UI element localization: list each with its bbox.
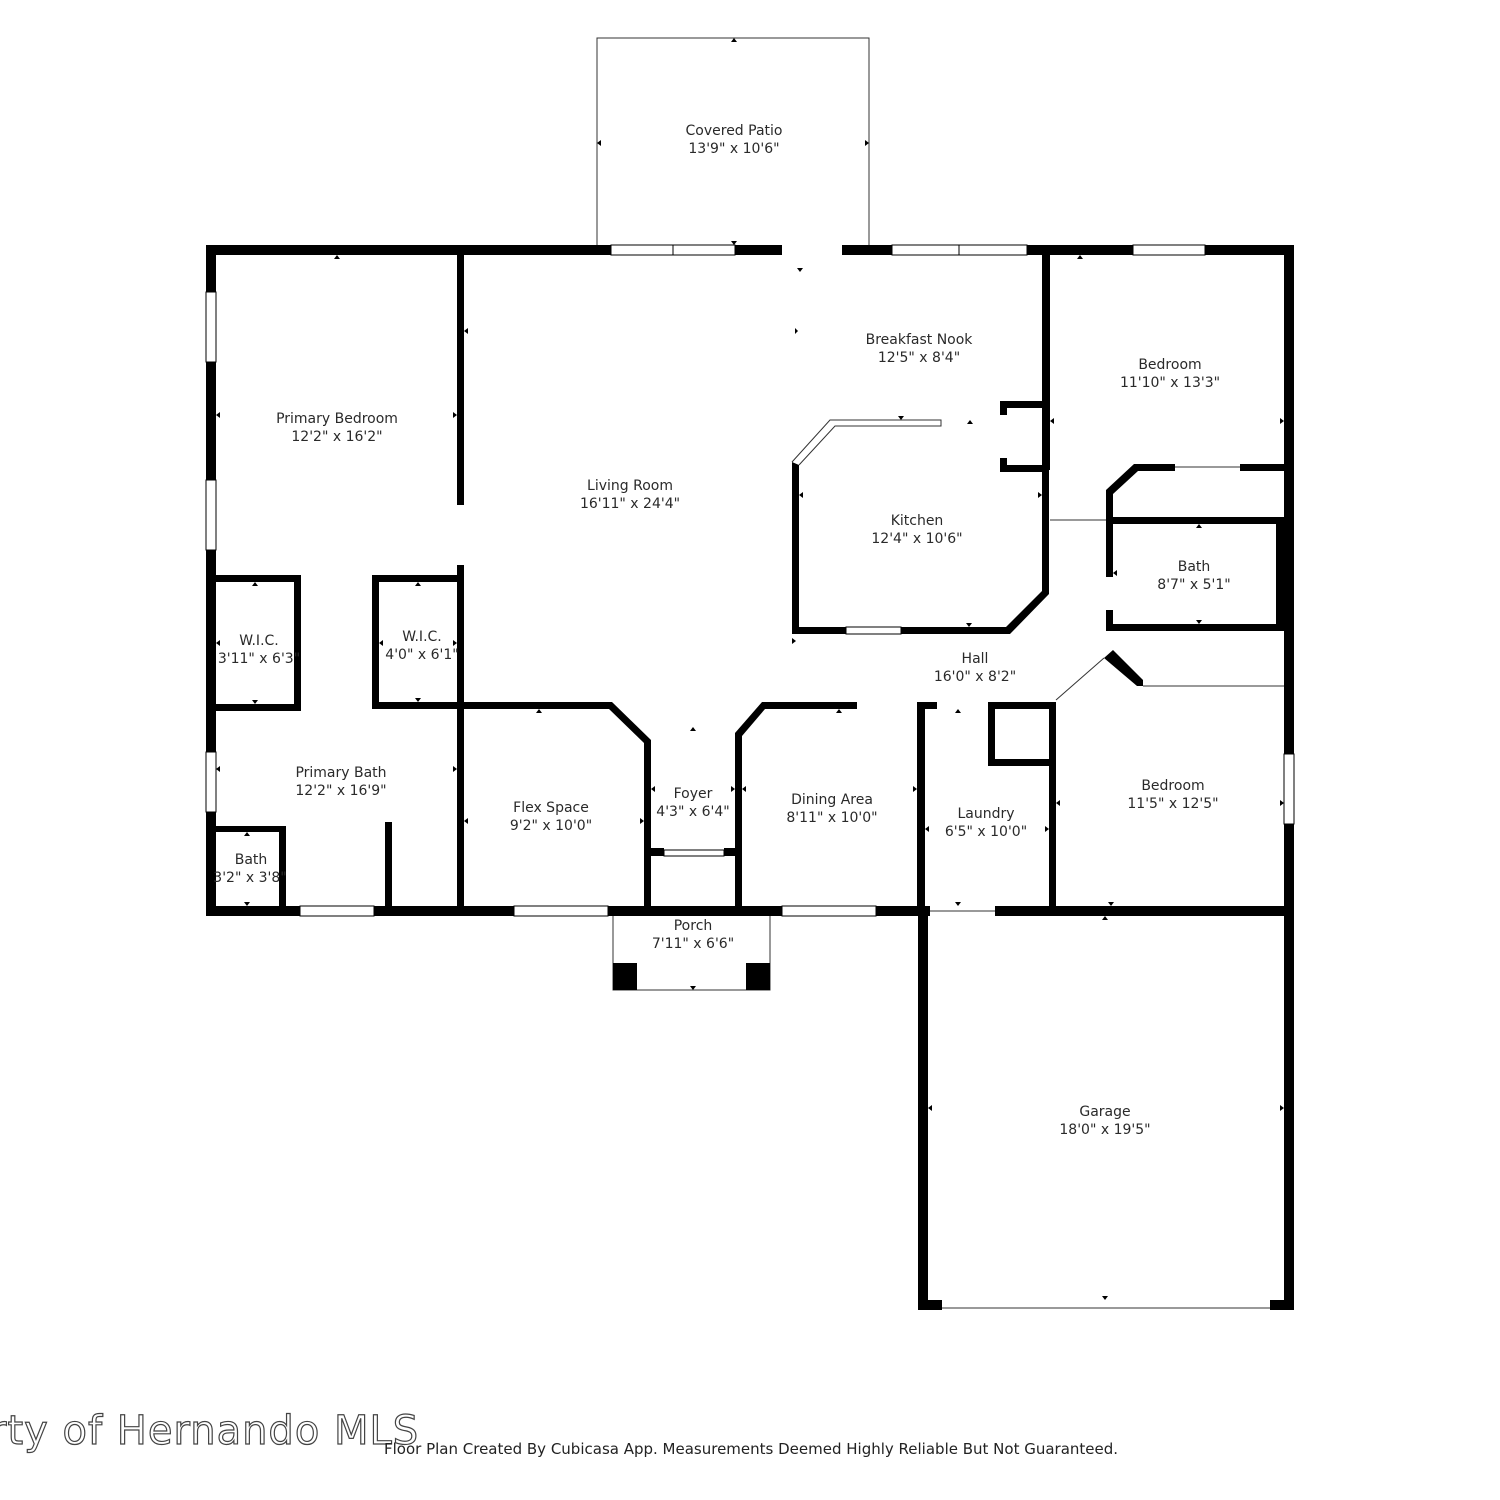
svg-text:8'11" x 10'0": 8'11" x 10'0" <box>786 810 877 826</box>
svg-text:Hall: Hall <box>962 651 989 667</box>
exterior-walls <box>206 245 1294 1310</box>
room-flex-space: Flex Space 9'2" x 10'0" <box>510 800 592 834</box>
room-primary-bath: Primary Bath 12'2" x 16'9" <box>295 765 386 799</box>
svg-text:Laundry: Laundry <box>957 806 1014 822</box>
room-living-room: Living Room 16'11" x 24'4" <box>580 478 680 512</box>
room-garage: Garage 18'0" x 19'5" <box>1059 1104 1150 1138</box>
svg-text:Primary Bedroom: Primary Bedroom <box>276 411 398 427</box>
svg-text:6'5" x 10'0": 6'5" x 10'0" <box>945 824 1027 840</box>
svg-text:Dining Area: Dining Area <box>791 792 873 808</box>
room-bath-small: Bath 3'2" x 3'8" <box>213 852 286 886</box>
svg-text:Bedroom: Bedroom <box>1138 357 1201 373</box>
svg-text:Kitchen: Kitchen <box>891 513 944 529</box>
svg-text:Living Room: Living Room <box>587 478 673 494</box>
svg-text:18'0" x 19'5": 18'0" x 19'5" <box>1059 1122 1150 1138</box>
svg-text:3'2" x 3'8": 3'2" x 3'8" <box>213 870 286 886</box>
svg-text:Porch: Porch <box>674 918 713 934</box>
room-wic-1: W.I.C. 3'11" x 6'3" <box>218 633 300 667</box>
svg-text:8'7" x 5'1": 8'7" x 5'1" <box>1157 577 1230 593</box>
room-porch: Porch 7'11" x 6'6" <box>652 918 734 952</box>
svg-text:11'10" x 13'3": 11'10" x 13'3" <box>1120 375 1220 391</box>
room-hall: Hall 16'0" x 8'2" <box>934 651 1016 685</box>
svg-text:Bedroom: Bedroom <box>1141 778 1204 794</box>
room-kitchen: Kitchen 12'4" x 10'6" <box>871 513 962 547</box>
svg-text:Covered Patio: Covered Patio <box>686 123 783 139</box>
svg-text:Flex Space: Flex Space <box>513 800 589 816</box>
room-primary-bedroom: Primary Bedroom 12'2" x 16'2" <box>276 411 398 445</box>
svg-text:Breakfast Nook: Breakfast Nook <box>866 332 974 348</box>
windows <box>205 244 1295 917</box>
svg-text:9'2" x 10'0": 9'2" x 10'0" <box>510 818 592 834</box>
room-bedroom-2: Bedroom 11'5" x 12'5" <box>1127 778 1218 812</box>
svg-text:4'0" x 6'1": 4'0" x 6'1" <box>385 647 458 663</box>
room-bath-2: Bath 8'7" x 5'1" <box>1157 559 1230 593</box>
room-covered-patio: Covered Patio 13'9" x 10'6" <box>686 123 783 157</box>
svg-text:12'4" x 10'6": 12'4" x 10'6" <box>871 531 962 547</box>
room-foyer: Foyer 4'3" x 6'4" <box>656 786 729 820</box>
svg-text:Foyer: Foyer <box>674 786 713 802</box>
svg-text:7'11" x 6'6": 7'11" x 6'6" <box>652 936 734 952</box>
svg-text:11'5" x 12'5": 11'5" x 12'5" <box>1127 796 1218 812</box>
room-breakfast-nook: Breakfast Nook 12'5" x 8'4" <box>866 332 974 366</box>
dimension-ticks <box>216 38 1284 1300</box>
svg-text:12'2" x 16'9": 12'2" x 16'9" <box>295 783 386 799</box>
svg-text:4'3" x 6'4": 4'3" x 6'4" <box>656 804 729 820</box>
kitchen-counter <box>791 419 942 466</box>
room-wic-2: W.I.C. 4'0" x 6'1" <box>385 629 458 663</box>
interior-walls <box>216 255 1284 911</box>
svg-text:13'9" x 10'6": 13'9" x 10'6" <box>688 141 779 157</box>
svg-text:Garage: Garage <box>1079 1104 1130 1120</box>
svg-text:3'11" x 6'3": 3'11" x 6'3" <box>218 651 300 667</box>
svg-text:Bath: Bath <box>235 852 268 868</box>
svg-text:16'11" x 24'4": 16'11" x 24'4" <box>580 496 680 512</box>
svg-text:12'5" x 8'4": 12'5" x 8'4" <box>878 350 960 366</box>
floor-plan-credit: Floor Plan Created By Cubicasa App. Meas… <box>384 1440 1119 1458</box>
svg-text:Primary Bath: Primary Bath <box>295 765 386 781</box>
room-bedroom-1: Bedroom 11'10" x 13'3" <box>1120 357 1220 391</box>
svg-text:Bath: Bath <box>1178 559 1211 575</box>
openings <box>782 245 1284 916</box>
svg-text:W.I.C.: W.I.C. <box>239 633 279 649</box>
svg-text:12'2" x 16'2": 12'2" x 16'2" <box>291 429 382 445</box>
svg-text:W.I.C.: W.I.C. <box>402 629 442 645</box>
room-labels: Covered Patio 13'9" x 10'6" Primary Bedro… <box>213 123 1230 1138</box>
room-laundry: Laundry 6'5" x 10'0" <box>945 806 1027 840</box>
svg-text:16'0" x 8'2": 16'0" x 8'2" <box>934 669 1016 685</box>
mls-watermark: rty of Hernando MLS <box>0 1407 420 1454</box>
room-dining-area: Dining Area 8'11" x 10'0" <box>786 792 877 826</box>
